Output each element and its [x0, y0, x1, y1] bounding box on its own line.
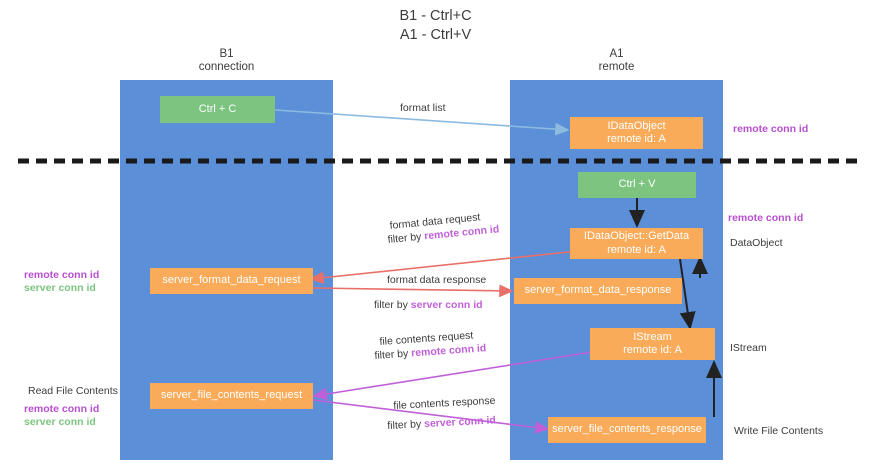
node-istream[interactable]: IStream remote id: A: [590, 328, 715, 360]
filter-key-server-conn-id: server conn id: [423, 414, 497, 431]
node-ctrl-v[interactable]: Ctrl + V: [578, 172, 696, 198]
filter-prefix: filter by: [374, 347, 412, 362]
right-label-remote-conn-id-top: remote conn id: [733, 123, 809, 135]
lane-a1-header: A1 remote: [598, 48, 635, 73]
right-label-remote-conn-id-mid: remote conn id: [728, 212, 804, 224]
right-label-istream: IStream: [730, 342, 767, 354]
filter-key-server-conn-id: server conn id: [410, 299, 483, 311]
left-label-read-file-contents: Read File Contents: [28, 385, 118, 397]
left-label-remote-conn-id-2: remote conn id: [24, 403, 100, 415]
node-idataobject-getdata[interactable]: IDataObject::GetData remote id: A: [570, 228, 703, 259]
left-label-server-conn-id: server conn id: [24, 282, 96, 294]
edge-label-file-contents-response-filter: filter by server conn id: [387, 413, 496, 433]
node-server-format-data-request[interactable]: server_format_data_request: [150, 268, 313, 294]
edge-label-file-contents-response: file contents response: [393, 394, 496, 412]
filter-prefix: filter by: [387, 230, 425, 246]
edge-label-format-data-response: format data response: [387, 274, 487, 286]
node-idataobject[interactable]: IDataObject remote id: A: [570, 117, 703, 149]
node-server-format-data-response[interactable]: server_format_data_response: [514, 278, 682, 304]
filter-prefix: filter by: [374, 299, 411, 311]
node-server-file-contents-request[interactable]: server_file_contents_request: [150, 383, 313, 409]
left-label-server-conn-id-2: server conn id: [24, 416, 96, 428]
edge-label-format-data-response-filter: filter by server conn id: [374, 298, 483, 312]
diagram-title: B1 - Ctrl+C A1 - Ctrl+V: [399, 8, 472, 43]
filter-key-remote-conn-id: remote conn id: [410, 342, 487, 360]
right-label-write-file-contents: Write File Contents: [734, 425, 824, 437]
left-label-remote-conn-id: remote conn id: [24, 269, 100, 281]
node-ctrl-c[interactable]: Ctrl + C: [160, 96, 275, 123]
node-server-file-contents-response[interactable]: server_file_contents_response: [548, 417, 706, 443]
edge-format-data-response: [312, 284, 514, 298]
edge-label-format-list: format list: [400, 102, 446, 114]
filter-prefix: filter by: [387, 418, 425, 432]
lane-b1-header: B1 connection: [198, 48, 255, 73]
right-label-dataobject: DataObject: [730, 237, 783, 249]
